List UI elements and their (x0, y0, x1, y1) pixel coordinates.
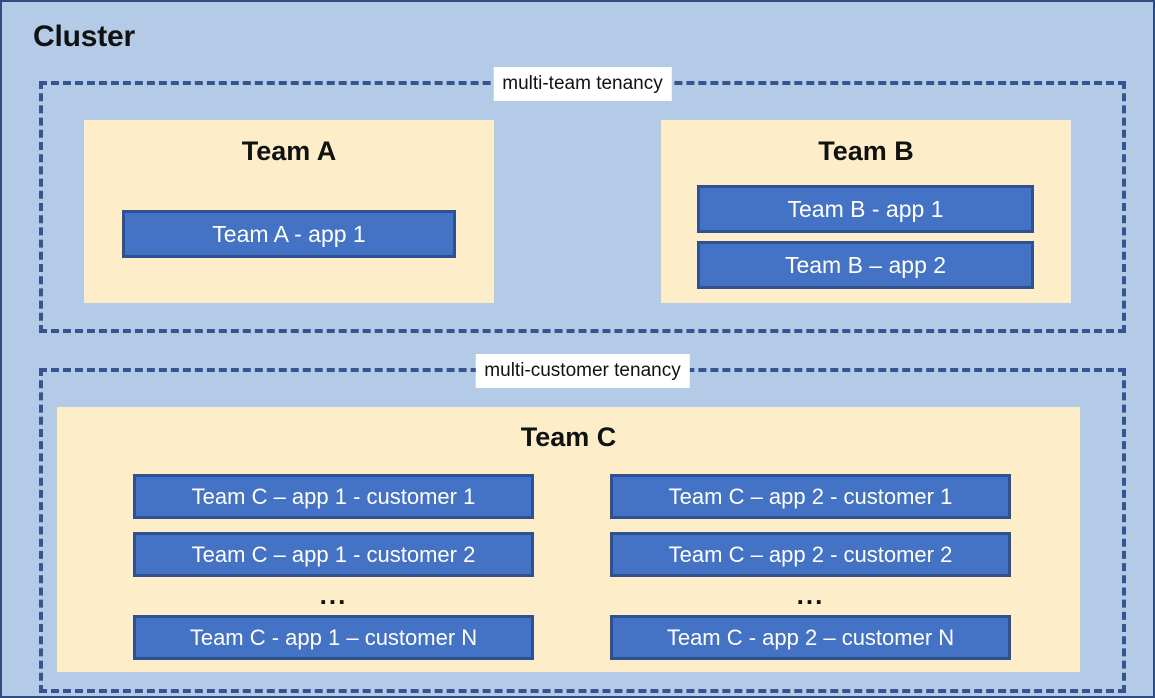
multi-customer-tenancy-region: multi-customer tenancy (39, 354, 1126, 693)
team-b-panel: Team B Team B - app 1 Team B – app 2 (661, 120, 1071, 303)
app-box-team-b-app-1[interactable]: Team B - app 1 (697, 185, 1034, 233)
ellipsis-app-2: ... (796, 580, 825, 610)
cluster-title: Cluster (33, 20, 135, 53)
multi-customer-tenancy-label: multi-customer tenancy (475, 354, 690, 388)
multi-team-tenancy-region: multi-team tenancy (39, 67, 1126, 333)
team-a-panel: Team A Team A - app 1 (84, 120, 494, 303)
team-c-panel: Team C Team C – app 1 - customer 1 Team … (57, 407, 1080, 672)
app-box-team-b-app-2[interactable]: Team B – app 2 (697, 241, 1034, 289)
team-c-heading: Team C (520, 422, 617, 452)
app-box-team-c-app-1-customer-n[interactable]: Team C - app 1 – customer N (133, 615, 534, 660)
ellipsis-app-1: ... (319, 580, 348, 610)
app-box-team-c-app-1-customer-1[interactable]: Team C – app 1 - customer 1 (133, 474, 534, 519)
app-box-team-c-app-2-customer-n[interactable]: Team C - app 2 – customer N (610, 615, 1011, 660)
multi-team-tenancy-label: multi-team tenancy (493, 67, 672, 101)
app-box-team-c-app-1-customer-2[interactable]: Team C – app 1 - customer 2 (133, 532, 534, 577)
team-a-heading: Team A (241, 136, 337, 166)
app-box-team-c-app-2-customer-2[interactable]: Team C – app 2 - customer 2 (610, 532, 1011, 577)
team-b-heading: Team B (818, 136, 914, 166)
app-box-team-c-app-2-customer-1[interactable]: Team C – app 2 - customer 1 (610, 474, 1011, 519)
app-box-team-a-app-1[interactable]: Team A - app 1 (122, 210, 456, 258)
